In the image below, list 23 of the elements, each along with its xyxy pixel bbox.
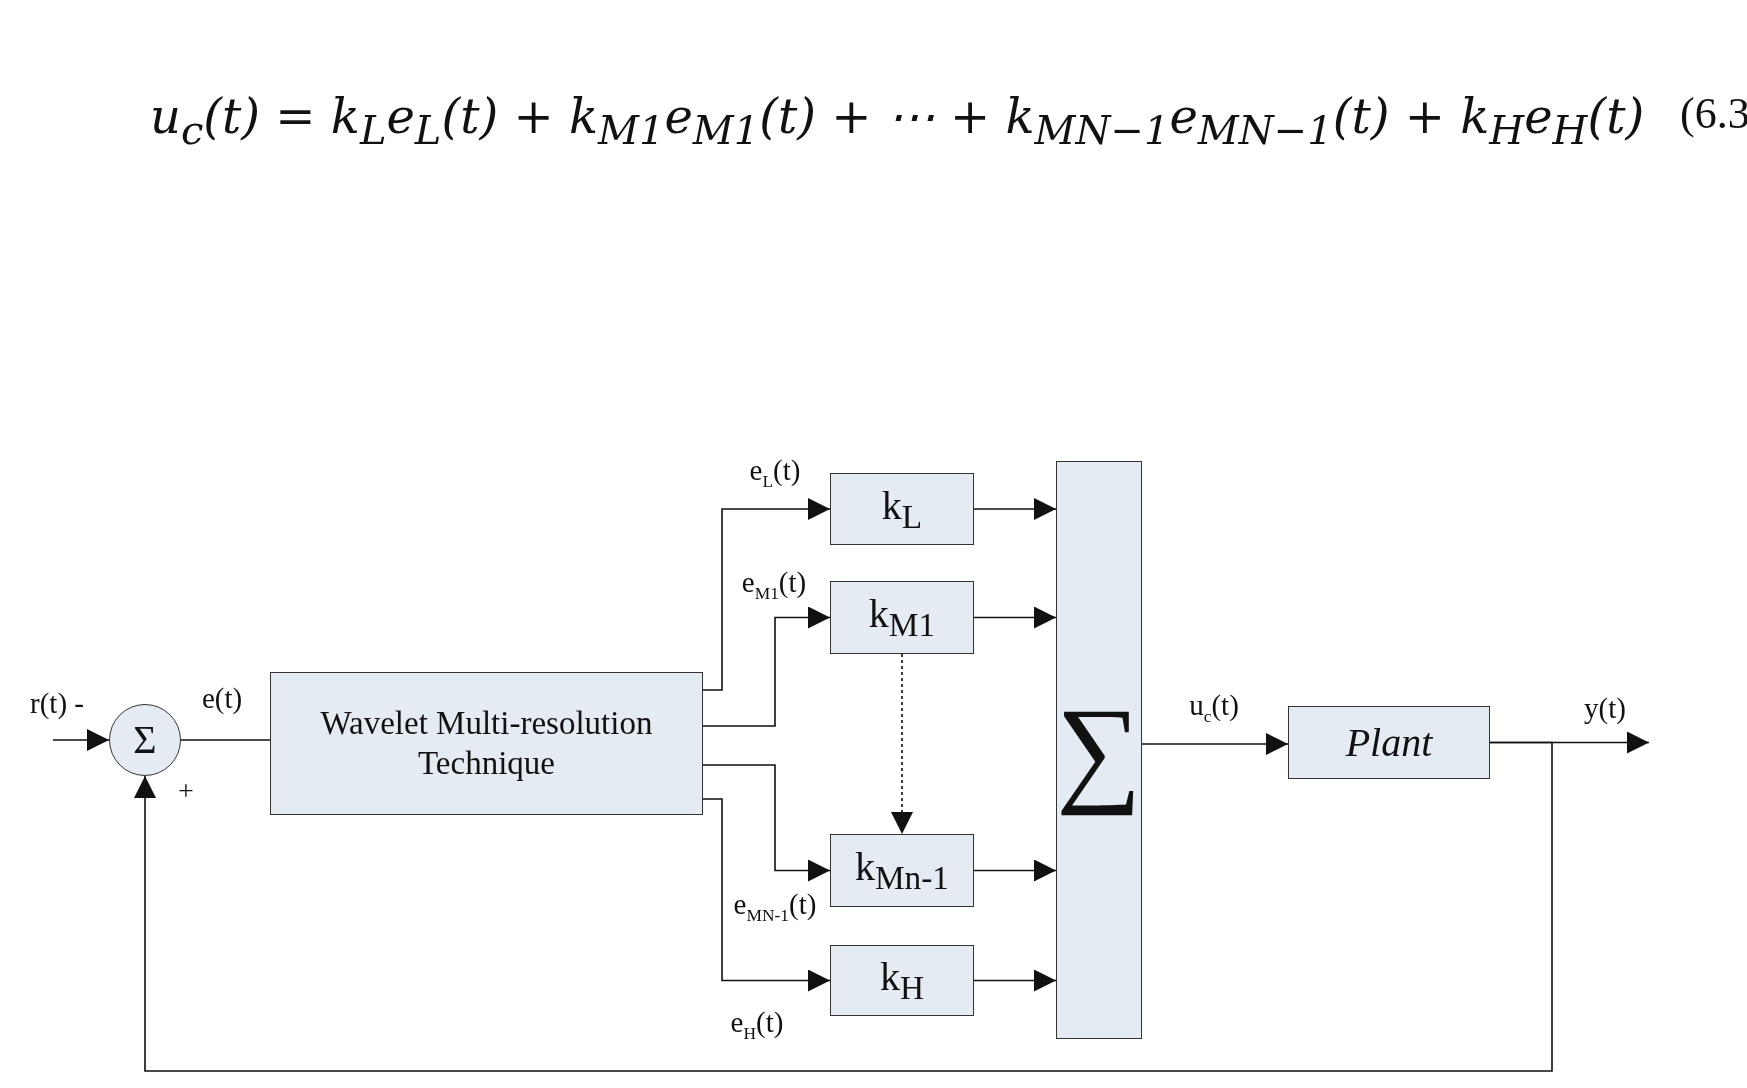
summation-block: ∑ [1056,461,1142,1039]
gain-box: k$_{M1}$ [830,581,974,654]
gain-box: k$_{H}$ [830,945,974,1016]
arrow [1141,733,1289,755]
sign-label: + [178,775,194,807]
arrow [973,606,1057,629]
equation: u$_{c}$(t) = k$_{L}$e$_{L}$(t) + k$_{M1}$e$_{M1}$(t) + ⋯ + k$_{MN−1}$e$_{MN−1}$(t) + k$_{H}$e$_{H}$(t) [150,88,1645,153]
arrow [702,798,831,992]
arrow [134,741,1553,1072]
arrow [973,498,1057,520]
arrow [973,969,1057,992]
process-box: Plant [1288,706,1490,779]
gain-box: k$_{Mn-1}$ [830,834,974,907]
gain-box: k$_{L}$ [830,473,974,545]
arrow [702,764,831,882]
arrow [52,729,110,751]
dotted-arrow [891,653,913,835]
arrow [702,498,831,691]
arrow [702,606,831,727]
summing-junction: Σ [109,704,181,776]
arrow [973,859,1057,882]
connector-line [180,739,271,741]
process-box: Wavelet Multi-resolution Technique [270,672,703,815]
